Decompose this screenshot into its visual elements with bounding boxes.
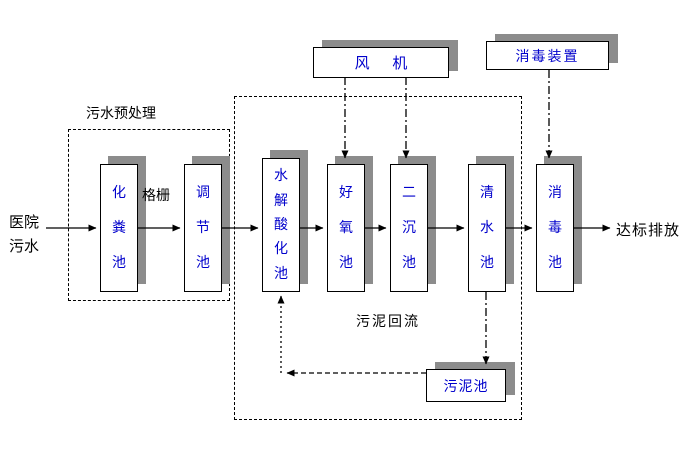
disinfection-tank-label: 消毒池 <box>548 185 562 271</box>
septic-tank-label: 化粪池 <box>112 185 126 271</box>
sludge-tank-label: 污泥池 <box>443 378 489 395</box>
pretreatment-zone-box <box>68 129 230 301</box>
regulating-tank-label: 调节池 <box>196 185 210 271</box>
clear-water-tank: 清水池 <box>468 164 506 292</box>
secondary-sedimentation-tank: 二沉池 <box>390 164 428 292</box>
aerobic-tank: 好氧池 <box>327 164 365 292</box>
hydrolysis-acidification-tank-label: 水解酸化池 <box>274 168 288 282</box>
effluent-label: 达标排放 <box>616 221 681 239</box>
fan-label: 风 机 <box>354 54 408 72</box>
sludge-return-label: 污泥回流 <box>356 314 420 330</box>
sludge-tank: 污泥池 <box>426 369 506 402</box>
regulating-tank: 调节池 <box>184 164 222 292</box>
clear-water-tank-label: 清水池 <box>480 185 494 271</box>
influent-label: 医院污水 <box>8 213 39 255</box>
septic-tank: 化粪池 <box>100 164 138 292</box>
aerobic-tank-label: 好氧池 <box>339 185 353 271</box>
disinfection-device-box: 消毒装置 <box>486 41 609 70</box>
secondary-sedimentation-tank-label: 二沉池 <box>402 185 416 271</box>
hydrolysis-acidification-tank: 水解酸化池 <box>262 158 300 292</box>
disinfection-device-label: 消毒装置 <box>515 48 580 65</box>
disinfection-tank: 消毒池 <box>536 164 574 292</box>
screen-label: 格栅 <box>142 188 170 204</box>
fan-box: 风 机 <box>313 47 449 78</box>
pretreatment-zone-label: 污水预处理 <box>86 106 156 122</box>
main-treatment-zone-box <box>234 96 522 420</box>
